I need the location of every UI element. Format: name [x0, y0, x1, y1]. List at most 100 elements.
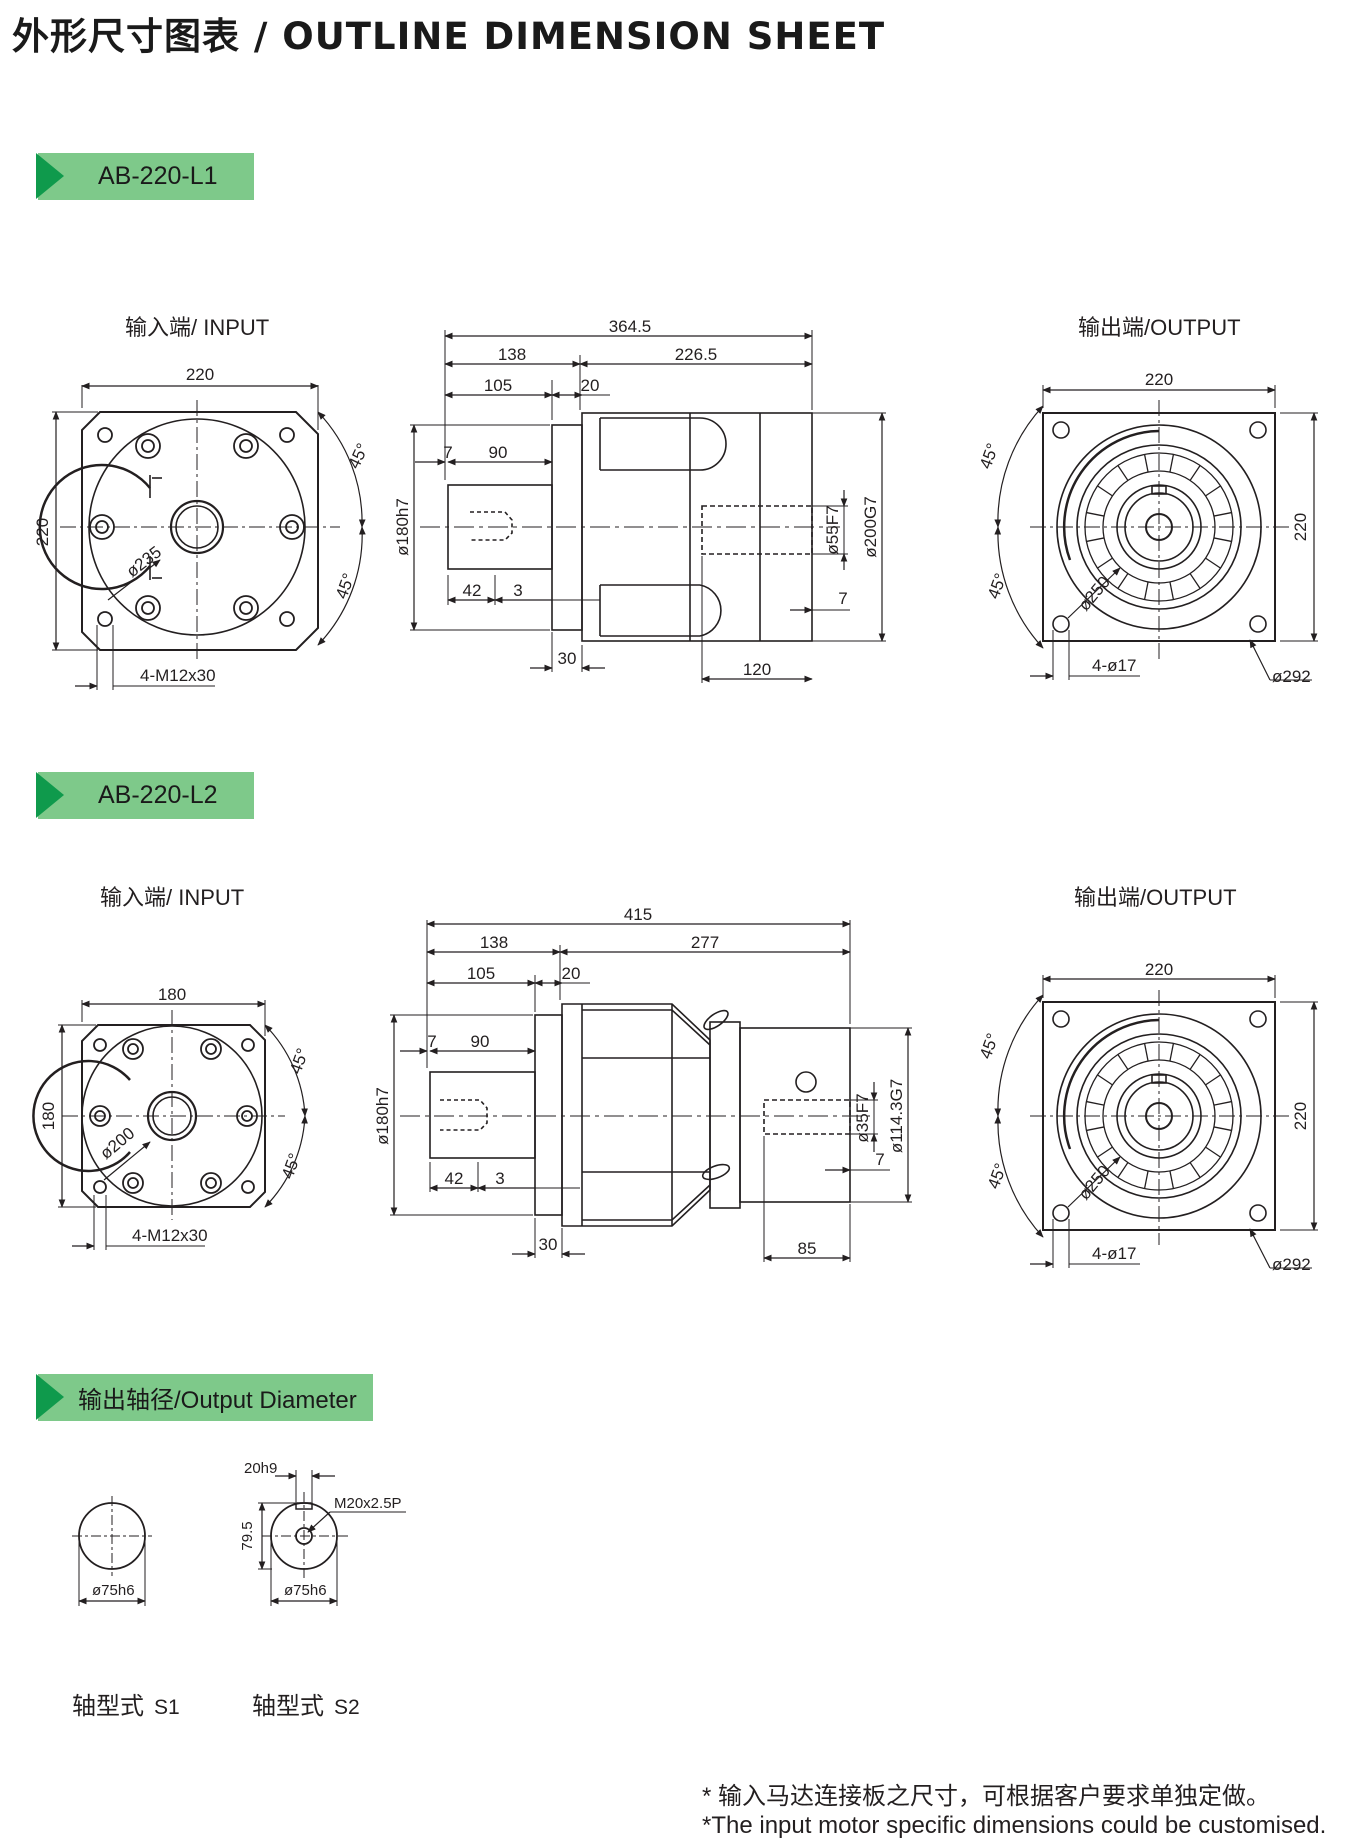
- footer-note-cn: * 输入马达连接板之尺寸，可根据客户要求单独定做。: [702, 1783, 1271, 1810]
- flange-segment: [1097, 557, 1113, 569]
- dim-text: 220: [1145, 370, 1173, 389]
- dim-text: 180: [39, 1102, 58, 1130]
- shaft-type-code: S2: [334, 1696, 360, 1719]
- dim-text: 7: [875, 1150, 884, 1169]
- dim-text: 220: [33, 518, 52, 546]
- flange-segment: [1097, 1074, 1113, 1086]
- dim-text: 45°: [332, 571, 359, 602]
- dim-text: 30: [558, 649, 577, 668]
- flange-segment: [1097, 1146, 1113, 1158]
- flange-segment: [1189, 1054, 1201, 1070]
- dim-text: ø75h6: [92, 1582, 135, 1599]
- dim-text: 105: [467, 964, 495, 983]
- flange-segment: [1205, 1146, 1221, 1158]
- model-tag-l1: AB-220-L1: [36, 153, 254, 200]
- flange-segment: [1205, 557, 1221, 569]
- input-caption-l2: 输入端/ INPUT: [100, 885, 245, 910]
- shaft-type-s1: 轴型式 S1: [72, 1686, 180, 1721]
- output-view-l2: [994, 975, 1318, 1269]
- flange-segment: [1205, 485, 1221, 497]
- dimension-labels: 220 220 ø235 45° 45° 4-M12x30 364.5 138 …: [33, 317, 1311, 1599]
- dim-text: 415: [624, 905, 652, 924]
- dim-text: 45°: [286, 1046, 313, 1077]
- dim-text: 364.5: [609, 317, 652, 336]
- dim-text: 7: [427, 1032, 436, 1051]
- dim-text: 4-ø17: [1092, 1244, 1136, 1263]
- dim-text: 30: [539, 1235, 558, 1254]
- flange-segment: [1117, 573, 1129, 589]
- flange-segment: [1143, 454, 1149, 473]
- dim-text: 45°: [984, 1161, 1011, 1192]
- dim-text: M20x2.5P: [334, 1495, 402, 1512]
- dim-text: 7: [838, 589, 847, 608]
- flange-segment: [1213, 1126, 1232, 1132]
- dim-text: 45°: [344, 440, 372, 471]
- dim-text: ø55F7: [823, 505, 842, 554]
- shaft-type-code: S1: [154, 1696, 180, 1719]
- flange-segment: [1213, 537, 1232, 543]
- flange-segment: [1086, 537, 1105, 543]
- shaft-type-label: 轴型式: [72, 1693, 144, 1720]
- dim-text: 79.5: [239, 1521, 256, 1550]
- dim-text: 220: [1291, 513, 1310, 541]
- shaft-s1: [72, 1496, 152, 1606]
- dim-text: 220: [1145, 960, 1173, 979]
- dim-text: ø235: [123, 542, 165, 581]
- input-caption-l1: 输入端/ INPUT: [125, 315, 270, 340]
- dim-text: 42: [463, 581, 482, 600]
- dim-text: 220: [1291, 1102, 1310, 1130]
- dim-text: 45°: [976, 441, 1003, 472]
- model-tag-label: AB-220-L2: [98, 781, 218, 809]
- dim-text: ø200G7: [861, 496, 880, 557]
- flange-segment: [1086, 1100, 1105, 1106]
- input-view-l2: [32, 1000, 308, 1250]
- flange-segment: [1189, 573, 1201, 589]
- model-tag-label: AB-220-L1: [98, 162, 218, 190]
- dim-text: 4-M12x30: [140, 666, 216, 685]
- flange-segment: [1189, 465, 1201, 481]
- dim-text: 220: [186, 365, 214, 384]
- input-view-l1: [38, 382, 366, 690]
- model-tag-l2: AB-220-L2: [36, 772, 254, 819]
- dim-text: 90: [471, 1032, 490, 1051]
- dim-text: 3: [495, 1169, 504, 1188]
- output-diameter-tag: 输出轴径/Output Diameter: [36, 1374, 373, 1421]
- flange-segment: [1143, 1170, 1149, 1189]
- chevron-right-icon: [36, 1374, 64, 1420]
- dim-text: 42: [445, 1169, 464, 1188]
- dim-text: 4-M12x30: [132, 1226, 208, 1245]
- page-title: 外形尺寸图表 / OUTLINE DIMENSION SHEET: [12, 15, 886, 58]
- flange-segment: [1213, 511, 1232, 517]
- dim-text: 45°: [976, 1031, 1003, 1062]
- shaft-type-label: 轴型式: [252, 1693, 324, 1720]
- dim-text: 7: [443, 443, 452, 462]
- shaft-type-s2: 轴型式 S2: [252, 1686, 360, 1721]
- flange-segment: [1189, 1162, 1201, 1178]
- dim-text: ø114.3G7: [887, 1079, 906, 1153]
- flange-segment: [1169, 581, 1175, 600]
- flange-segment: [1169, 454, 1175, 473]
- flange-segment: [1143, 1043, 1149, 1062]
- side-view-l2: [390, 920, 912, 1262]
- dim-text: ø35F7: [853, 1093, 872, 1142]
- flange-segment: [1086, 1126, 1105, 1132]
- dim-text: ø180h7: [393, 498, 412, 556]
- dim-text: 20h9: [244, 1460, 277, 1477]
- flange-segment: [1086, 511, 1105, 517]
- dim-text: 45°: [278, 1151, 305, 1182]
- flange-segment: [1117, 465, 1129, 481]
- side-view-l1: [410, 330, 886, 683]
- dim-text: 138: [480, 933, 508, 952]
- dim-text: ø292: [1272, 1255, 1311, 1274]
- dim-text: ø75h6: [284, 1582, 327, 1599]
- flange-segment: [1169, 1170, 1175, 1189]
- dim-text: ø180h7: [373, 1087, 392, 1145]
- dim-text: 120: [743, 660, 771, 679]
- dim-text: 4-ø17: [1092, 656, 1136, 675]
- flange-segment: [1117, 1162, 1129, 1178]
- dim-text: 138: [498, 345, 526, 364]
- dim-text: 20: [581, 376, 600, 395]
- dim-text: 180: [158, 985, 186, 1004]
- footer-note-en: *The input motor specific dimensions cou…: [702, 1812, 1327, 1839]
